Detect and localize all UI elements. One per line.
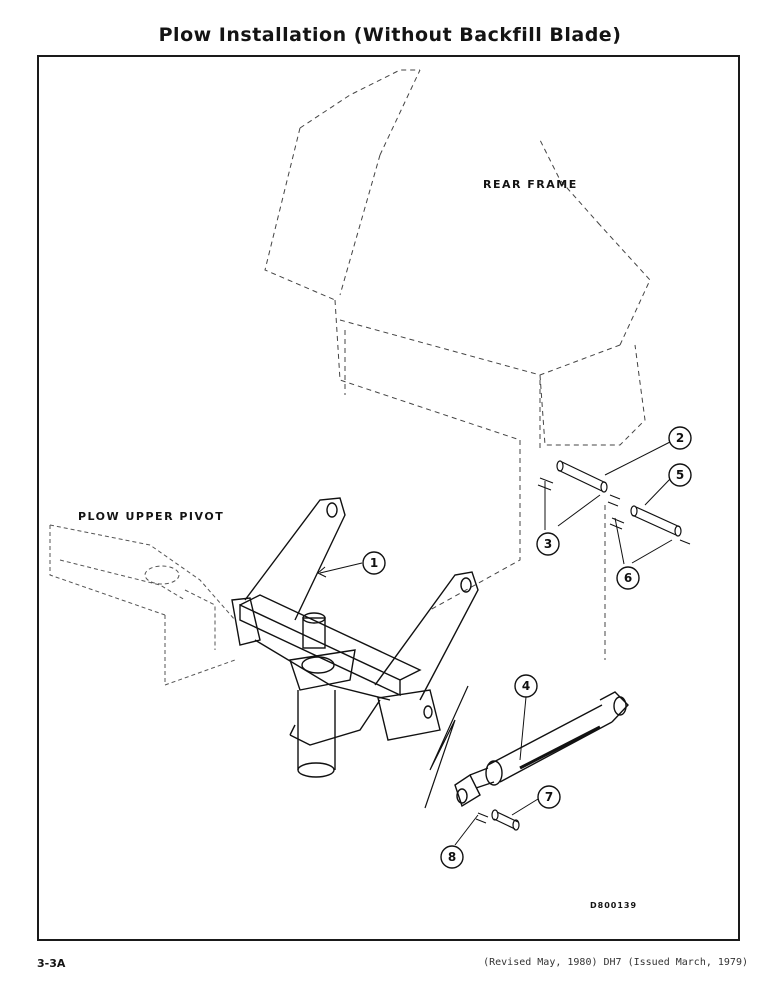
cotter-pins-3	[537, 477, 621, 507]
drawing-number: D800139	[590, 901, 638, 910]
cotter-pins-6	[609, 517, 691, 545]
callout-6: 6	[624, 571, 632, 585]
callout-circles	[362, 426, 692, 869]
break-line	[424, 685, 469, 809]
rear-frame-outline	[264, 69, 651, 660]
page-number: 3-3A	[37, 957, 66, 970]
rear-frame-label: REAR FRAME	[483, 178, 578, 191]
cotter-pin-8	[475, 812, 489, 824]
callout-8: 8	[448, 850, 456, 864]
diagram-frame	[37, 55, 740, 941]
callout-5: 5	[676, 468, 684, 482]
pin-7	[491, 809, 520, 831]
pin-2	[556, 460, 608, 493]
hydraulic-cylinder-4	[454, 691, 629, 808]
page-title: Plow Installation (Without Backfill Blad…	[158, 24, 622, 46]
callout-4: 4	[522, 679, 530, 693]
leader-lines	[317, 441, 673, 846]
plow-upper-pivot-outline	[49, 524, 236, 686]
revision-note: (Revised May, 1980) DH7 (Issued March, 1…	[483, 957, 748, 968]
callout-1: 1	[370, 556, 378, 570]
callout-7: 7	[545, 790, 553, 804]
pin-5	[630, 505, 682, 537]
callout-2: 2	[676, 431, 684, 445]
plow-upper-pivot-label: PLOW UPPER PIVOT	[78, 510, 225, 523]
pivot-assembly	[231, 497, 479, 778]
callout-3: 3	[544, 537, 552, 551]
